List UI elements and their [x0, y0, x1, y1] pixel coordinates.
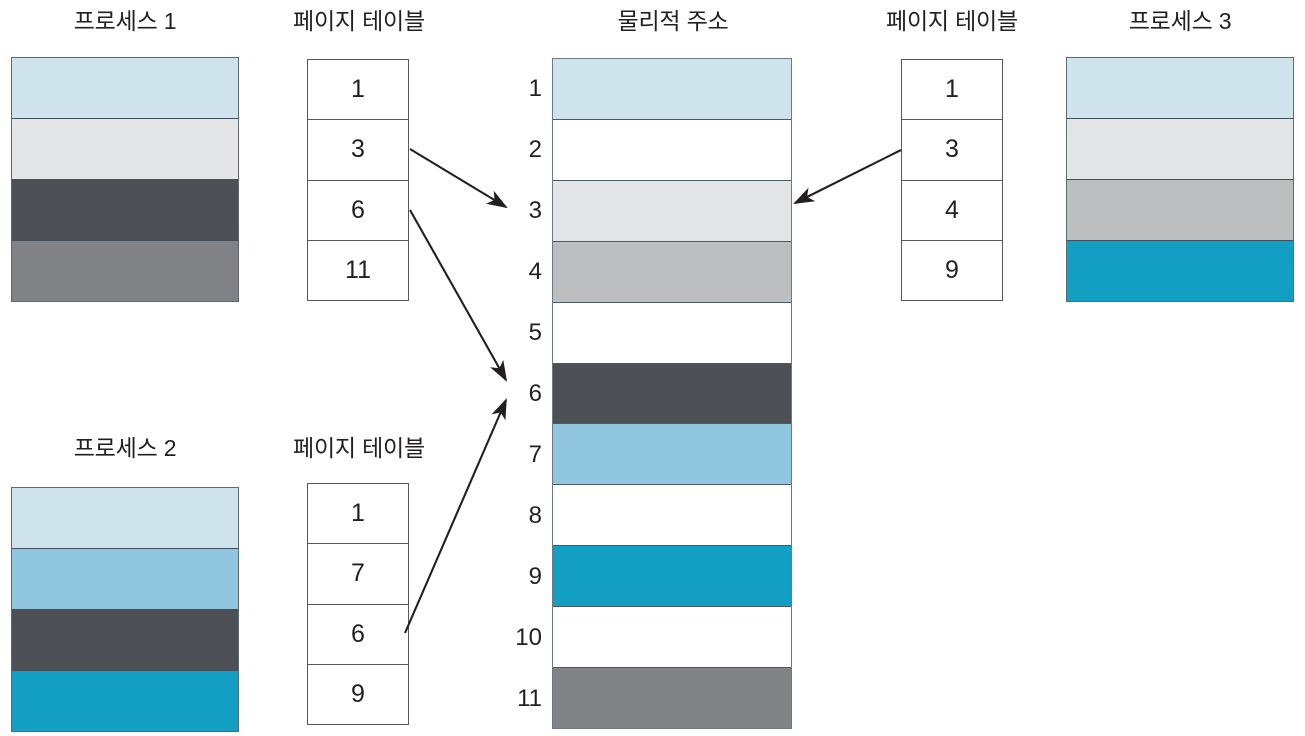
page-table2-entry-1[interactable]: 7 — [308, 544, 408, 605]
process3-segment-1 — [1067, 119, 1293, 180]
page-table3: 1 3 4 9 — [901, 59, 1003, 301]
physical-frame-4 — [553, 241, 791, 303]
page-table1-entry-3[interactable]: 11 — [345, 255, 371, 284]
physical-frame-9 — [553, 546, 791, 608]
page-table3-title: 페이지 테이블 — [886, 8, 1018, 34]
process1-memory-block — [11, 57, 239, 302]
frame-label-2: 2 — [528, 136, 542, 163]
page-table1: 1 3 6 11 — [307, 59, 409, 301]
physical-frame-11 — [553, 668, 791, 728]
frame-label-6: 6 — [528, 380, 542, 407]
physical-frame-2 — [553, 119, 791, 181]
frame-label-8: 8 — [528, 502, 542, 529]
physical-memory-frame-labels: 1 2 3 4 5 6 7 8 9 10 11 — [500, 58, 542, 729]
process3-segment-0 — [1067, 58, 1293, 119]
page-table3-entry-3[interactable]: 9 — [945, 255, 959, 284]
page-table2-entry-0[interactable]: 1 — [308, 484, 408, 545]
process3-segment-2 — [1067, 180, 1293, 241]
process2-segment-1 — [12, 549, 238, 610]
page-table3-entry-1[interactable]: 3 — [902, 120, 1002, 181]
process2-memory-block — [11, 487, 239, 732]
page-table2-entry-3[interactable]: 9 — [351, 679, 365, 708]
frame-label-9: 9 — [528, 563, 542, 590]
process3-segment-3 — [1067, 241, 1293, 301]
process1-segment-1 — [12, 119, 238, 180]
process1-segment-0 — [12, 58, 238, 119]
frame-label-11: 11 — [517, 685, 542, 712]
page-table2: 1 7 6 9 — [307, 483, 409, 725]
process1-segment-2 — [12, 180, 238, 241]
physical-frame-8 — [553, 485, 791, 547]
physical-frame-6 — [553, 363, 791, 425]
page-table1-entry-1[interactable]: 3 — [308, 120, 408, 181]
physical-memory-column — [552, 58, 792, 729]
process2-segment-2 — [12, 610, 238, 671]
physical-memory-title: 물리적 주소 — [617, 8, 729, 34]
page-table1-entry-2[interactable]: 6 — [308, 181, 408, 241]
frame-label-4: 4 — [528, 258, 542, 285]
process2-segment-3 — [12, 671, 238, 731]
physical-frame-7 — [553, 424, 791, 486]
page-table3-entry-2[interactable]: 4 — [902, 181, 1002, 241]
physical-frame-5 — [553, 302, 791, 364]
page-table2-title: 페이지 테이블 — [293, 435, 425, 461]
process1-title: 프로세스 1 — [73, 8, 177, 34]
process2-segment-0 — [12, 488, 238, 549]
frame-label-5: 5 — [528, 319, 542, 346]
page-table2-entry-2[interactable]: 6 — [308, 605, 408, 665]
frame-label-1: 1 — [528, 75, 542, 102]
page-table1-title: 페이지 테이블 — [293, 8, 425, 34]
physical-frame-3 — [553, 180, 791, 242]
arrow-pt1-entry6-to-frame6 — [409, 209, 508, 382]
process3-memory-block — [1066, 57, 1294, 302]
page-table1-entry-0[interactable]: 1 — [308, 60, 408, 121]
physical-frame-1 — [553, 59, 791, 120]
process1-segment-3 — [12, 241, 238, 301]
frame-label-7: 7 — [528, 441, 542, 468]
process3-title: 프로세스 3 — [1128, 8, 1232, 34]
frame-label-10: 10 — [515, 624, 542, 651]
physical-frame-10 — [553, 607, 791, 669]
frame-label-3: 3 — [528, 197, 542, 224]
page-table3-entry-0[interactable]: 1 — [902, 60, 1002, 121]
process2-title: 프로세스 2 — [73, 435, 177, 461]
arrow-pt3-entry3-to-frame3 — [793, 149, 902, 204]
arrow-pt1-entry3-to-frame3 — [409, 148, 508, 209]
